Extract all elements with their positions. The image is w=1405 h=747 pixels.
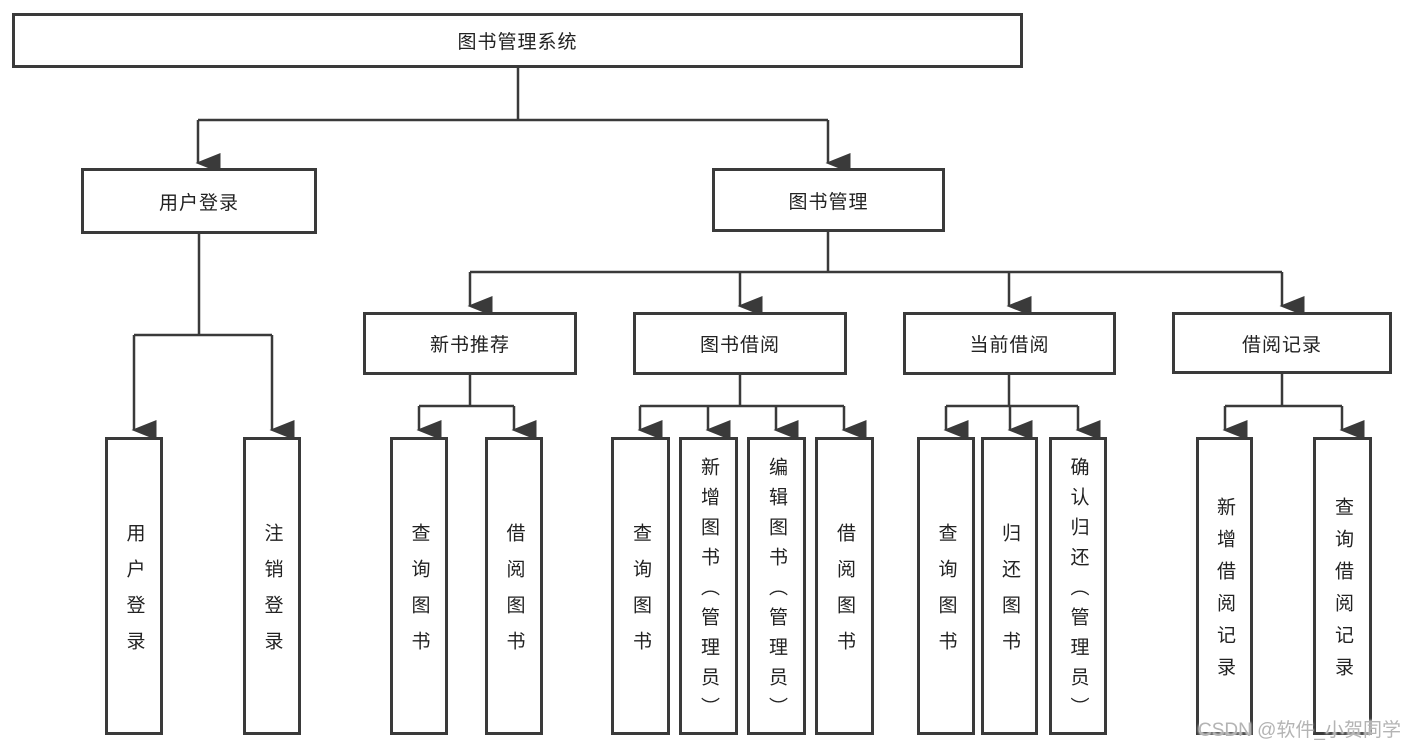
leaf-add-book-admin-label: 新增图书（管理员） bbox=[698, 456, 719, 727]
leaf-add-borrow-record-label: 新增借阅记录 bbox=[1214, 496, 1235, 689]
leaf-borrow-books-1-label: 借阅图书 bbox=[503, 522, 525, 667]
leaf-add-borrow-record: 新增借阅记录 bbox=[1196, 437, 1253, 735]
node-new-book-recommend: 新书推荐 bbox=[363, 312, 577, 375]
node-current-borrow-label: 当前借阅 bbox=[969, 335, 1050, 356]
leaf-query-books-1-label: 查询图书 bbox=[408, 522, 430, 667]
leaf-query-books-3: 查询图书 bbox=[917, 437, 975, 735]
node-user-login-label: 用户登录 bbox=[158, 192, 239, 214]
node-new-book-recommend-label: 新书推荐 bbox=[429, 335, 510, 356]
leaf-return-books: 归还图书 bbox=[981, 437, 1038, 735]
leaf-query-borrow-record: 查询借阅记录 bbox=[1313, 437, 1372, 735]
leaf-return-books-label: 归还图书 bbox=[999, 522, 1020, 667]
leaf-borrow-books-1: 借阅图书 bbox=[485, 437, 543, 735]
node-book-borrow-label: 图书借阅 bbox=[699, 335, 780, 356]
leaf-edit-book-admin-label: 编辑图书（管理员） bbox=[766, 456, 787, 727]
node-borrow-records-label: 借阅记录 bbox=[1241, 334, 1322, 356]
node-book-management-label: 图书管理 bbox=[788, 191, 869, 213]
leaf-user-login: 用户登录 bbox=[105, 437, 163, 735]
node-current-borrow: 当前借阅 bbox=[903, 312, 1116, 375]
leaf-confirm-return-admin: 确认归还（管理员） bbox=[1049, 437, 1107, 735]
connector-trunks bbox=[134, 68, 1342, 408]
leaf-logout-label: 注销登录 bbox=[261, 522, 283, 667]
leaf-query-books-3-label: 查询图书 bbox=[935, 522, 957, 667]
leaf-logout: 注销登录 bbox=[243, 437, 301, 735]
node-root-label: 图书管理系统 bbox=[457, 32, 578, 53]
leaf-query-books-1: 查询图书 bbox=[390, 437, 448, 735]
leaf-query-books-2-label: 查询图书 bbox=[630, 522, 651, 667]
watermark-text: CSDN @软件_小贺同学 bbox=[1198, 720, 1401, 741]
leaf-query-borrow-record-label: 查询借阅记录 bbox=[1332, 496, 1353, 689]
leaf-borrow-books-2: 借阅图书 bbox=[815, 437, 874, 735]
leaf-borrow-books-2-label: 借阅图书 bbox=[834, 522, 855, 667]
node-book-management: 图书管理 bbox=[712, 168, 945, 232]
node-borrow-records: 借阅记录 bbox=[1172, 312, 1392, 374]
leaf-edit-book-admin: 编辑图书（管理员） bbox=[747, 437, 806, 735]
node-book-borrow: 图书借阅 bbox=[633, 312, 847, 375]
leaf-query-books-2: 查询图书 bbox=[611, 437, 670, 735]
node-root: 图书管理系统 bbox=[12, 13, 1023, 68]
leaf-add-book-admin: 新增图书（管理员） bbox=[679, 437, 738, 735]
leaf-confirm-return-admin-label: 确认归还（管理员） bbox=[1067, 456, 1089, 727]
leaf-user-login-label: 用户登录 bbox=[123, 522, 145, 667]
node-user-login: 用户登录 bbox=[81, 168, 317, 234]
